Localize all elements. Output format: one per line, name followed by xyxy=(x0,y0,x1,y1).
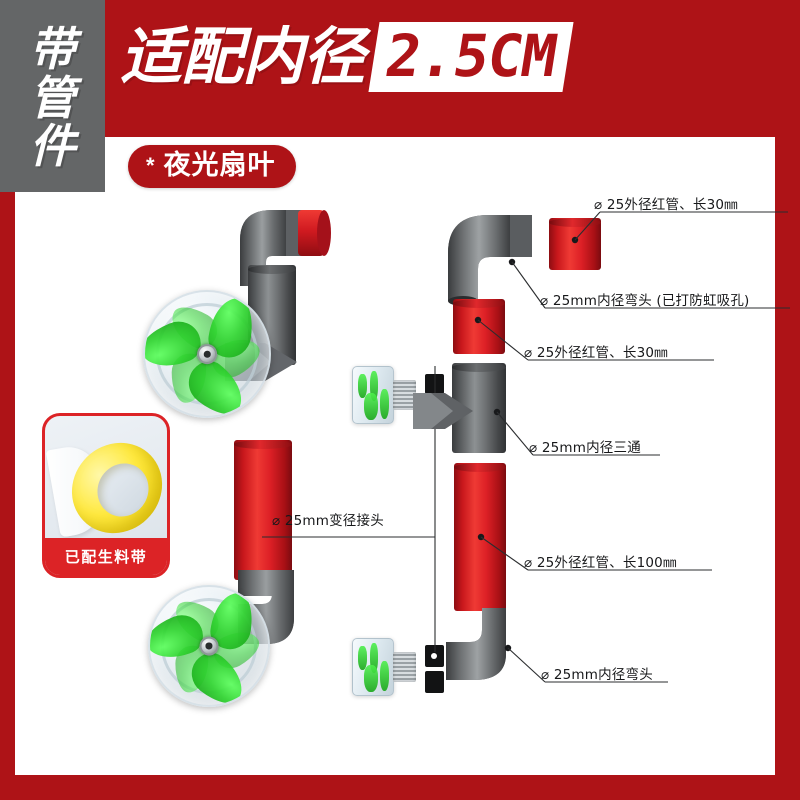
tape-label-bar: 已配生料带 xyxy=(45,538,167,575)
sidebar-tab-with-fittings: 带 管 件 xyxy=(0,0,105,192)
pipe-rim xyxy=(549,218,601,227)
sidebar-char-3: 件 xyxy=(29,119,76,174)
fan-module-threaded-nipple xyxy=(393,652,416,682)
annotation-red-pipe-100: ⌀ 25外径红管、长100㎜ xyxy=(524,555,677,571)
glow-fan-badge: * 夜光扇叶 xyxy=(128,145,296,188)
annotation-reducer: ⌀ 25mm变径接头 xyxy=(272,513,384,529)
ptfe-tape-badge: 已配生料带 xyxy=(42,413,170,578)
annotation-red-pipe-30-mid: ⌀ 25外径红管、长30㎜ xyxy=(524,345,668,361)
main-assembly-red-pipe xyxy=(234,440,292,580)
annotation-red-pipe-30-top: ⌀ 25外径红管、长30㎜ xyxy=(594,197,738,213)
exploded-red-pipe-30-top xyxy=(549,218,601,270)
tee-top-rim xyxy=(452,363,506,372)
header-banner: 适配内径 2.5CM xyxy=(15,0,800,137)
fan-module-blade xyxy=(380,389,389,419)
annotation-elbow-siphon: ⌀ 25mm内径弯头 (已打防虹吸孔) xyxy=(540,293,750,309)
frame-left-border xyxy=(0,0,15,800)
fan-hub xyxy=(199,636,219,656)
glow-fan-badge-label: 夜光扇叶 xyxy=(163,150,276,181)
pipe-rim xyxy=(454,463,506,472)
fan-module-blade xyxy=(364,393,378,420)
annotation-elbow-bottom: ⌀ 25mm内径弯头 xyxy=(541,667,653,683)
exploded-elbow-bottom xyxy=(440,608,540,698)
fan-module-blade xyxy=(370,643,378,673)
fan-module-housing xyxy=(352,366,394,424)
exploded-red-pipe-30-mid xyxy=(453,299,505,354)
sidebar-char-2: 管 xyxy=(29,70,76,125)
pipe-rim xyxy=(453,299,505,308)
red-pipe-top-rim xyxy=(234,440,292,449)
fan-module-blade xyxy=(370,371,378,401)
fan-module-blade xyxy=(358,374,367,398)
header-headline-group: 适配内径 2.5CM xyxy=(120,20,574,93)
bracket-upper-half xyxy=(425,645,444,667)
bracket-clip-lower xyxy=(425,645,445,693)
tee-top-rim xyxy=(248,265,296,274)
main-assembly-fan-bottom xyxy=(148,585,270,707)
annotation-tee: ⌀ 25mm内径三通 xyxy=(529,440,641,456)
bracket-hole xyxy=(431,653,437,659)
bracket-lower-half xyxy=(425,671,444,693)
exploded-tee-branch xyxy=(413,387,473,435)
frame-bottom-border xyxy=(0,775,800,800)
fan-module-threaded-nipple xyxy=(393,380,416,410)
fan-module-blade xyxy=(358,646,367,670)
headline-text: 适配内径 xyxy=(120,20,365,93)
fan-module-blade xyxy=(364,665,378,692)
main-assembly-fan-top xyxy=(143,290,271,418)
tape-label-text: 已配生料带 xyxy=(64,548,148,566)
fan-module-blade xyxy=(380,661,389,691)
fan-module-lower xyxy=(352,638,422,698)
fan-hub xyxy=(197,344,217,364)
fan-module-upper xyxy=(352,366,422,426)
sidebar-char-1: 带 xyxy=(29,21,76,76)
asterisk-icon: * xyxy=(146,152,155,178)
